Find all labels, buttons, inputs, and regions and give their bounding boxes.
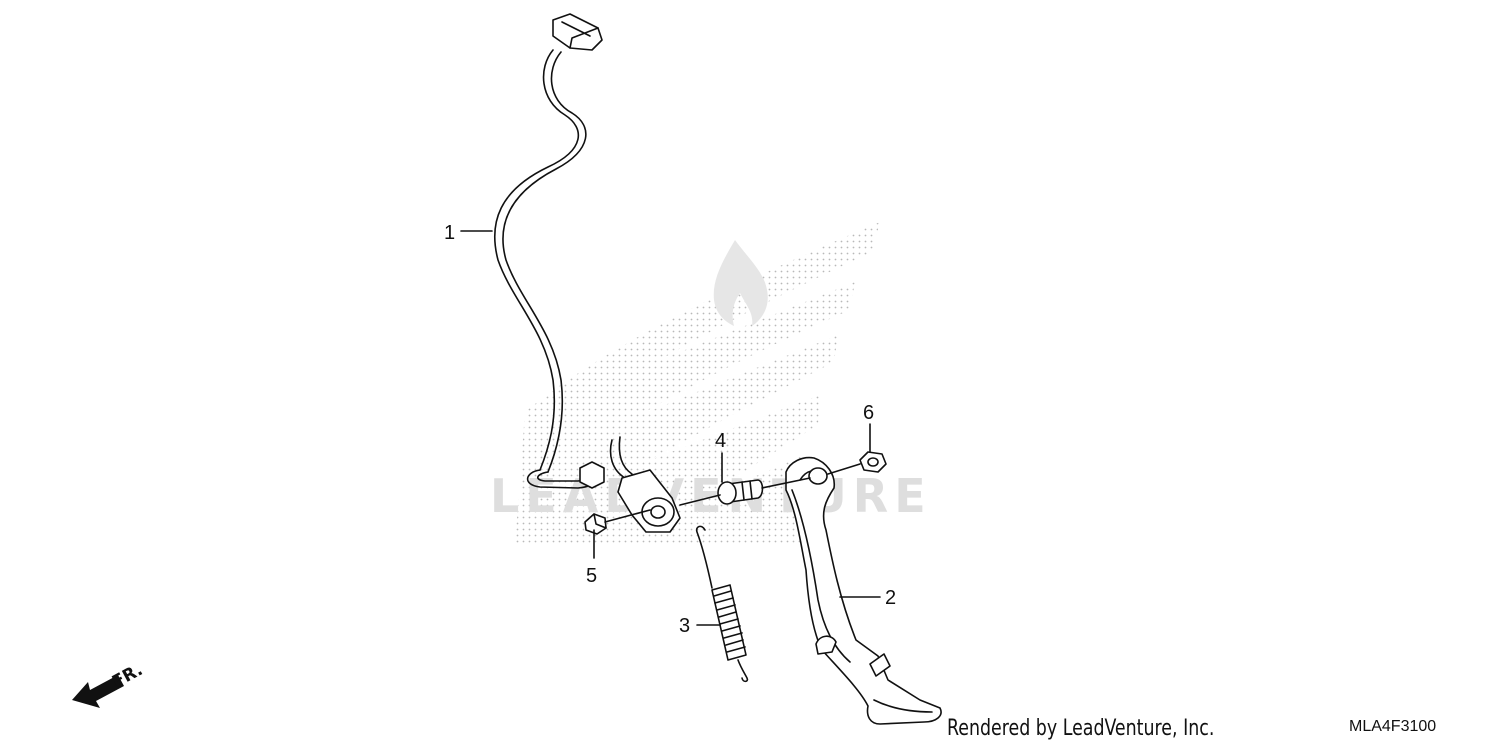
watermark-flame-icon xyxy=(713,240,768,326)
direction-marker: FR. xyxy=(72,660,146,708)
harness-clip xyxy=(579,461,605,489)
part-3-spring xyxy=(695,525,749,683)
callouts: 1 2 3 4 5 6 xyxy=(444,222,896,637)
pivot-bolt-head xyxy=(717,481,737,505)
side-stand-stopper xyxy=(869,653,891,677)
callout-1: 1 xyxy=(444,222,455,244)
nut-body xyxy=(859,451,887,473)
harness-wire-tail xyxy=(609,436,633,479)
callout-3: 3 xyxy=(679,615,690,637)
callout-4: 4 xyxy=(715,430,726,452)
watermark: LEADVENTURE xyxy=(490,222,932,545)
spring-hook-top xyxy=(695,525,713,589)
harness-connector xyxy=(552,13,603,51)
side-stand-pivot-hole xyxy=(808,467,828,485)
part-6-nut xyxy=(859,451,887,473)
rendered-by-credit: Rendered by LeadVenture, Inc. xyxy=(947,716,1215,741)
harness-wire-outer xyxy=(494,49,580,471)
switch-pivot-center xyxy=(650,505,666,519)
spring-hook-bottom xyxy=(737,659,749,683)
bolt-detail xyxy=(593,513,607,529)
harness-connector-detail xyxy=(561,21,599,49)
watermark-text: LEADVENTURE xyxy=(490,469,932,523)
front-arrow-icon xyxy=(72,675,124,708)
watermark-wing-logo xyxy=(515,222,880,545)
callout-2: 2 xyxy=(885,587,896,609)
harness-wire-inner xyxy=(502,51,587,473)
part-1-switch-harness xyxy=(494,13,681,533)
side-stand-spring-tab xyxy=(815,635,837,655)
pivot-bolt-shaft xyxy=(727,479,764,503)
part-5-bolt xyxy=(584,513,607,535)
spring-coils xyxy=(713,590,746,653)
pivot-bolt-thread xyxy=(741,480,753,501)
callout-5: 5 xyxy=(586,565,597,587)
part-4-pivot-bolt xyxy=(717,479,764,505)
callout-6: 6 xyxy=(863,402,874,424)
diagram-code: MLA4F3100 xyxy=(1349,718,1437,735)
leader-dashed-pivot xyxy=(604,463,861,523)
leader-lines xyxy=(460,230,881,626)
nut-hole xyxy=(867,457,879,467)
part-2-side-stand xyxy=(785,456,942,725)
